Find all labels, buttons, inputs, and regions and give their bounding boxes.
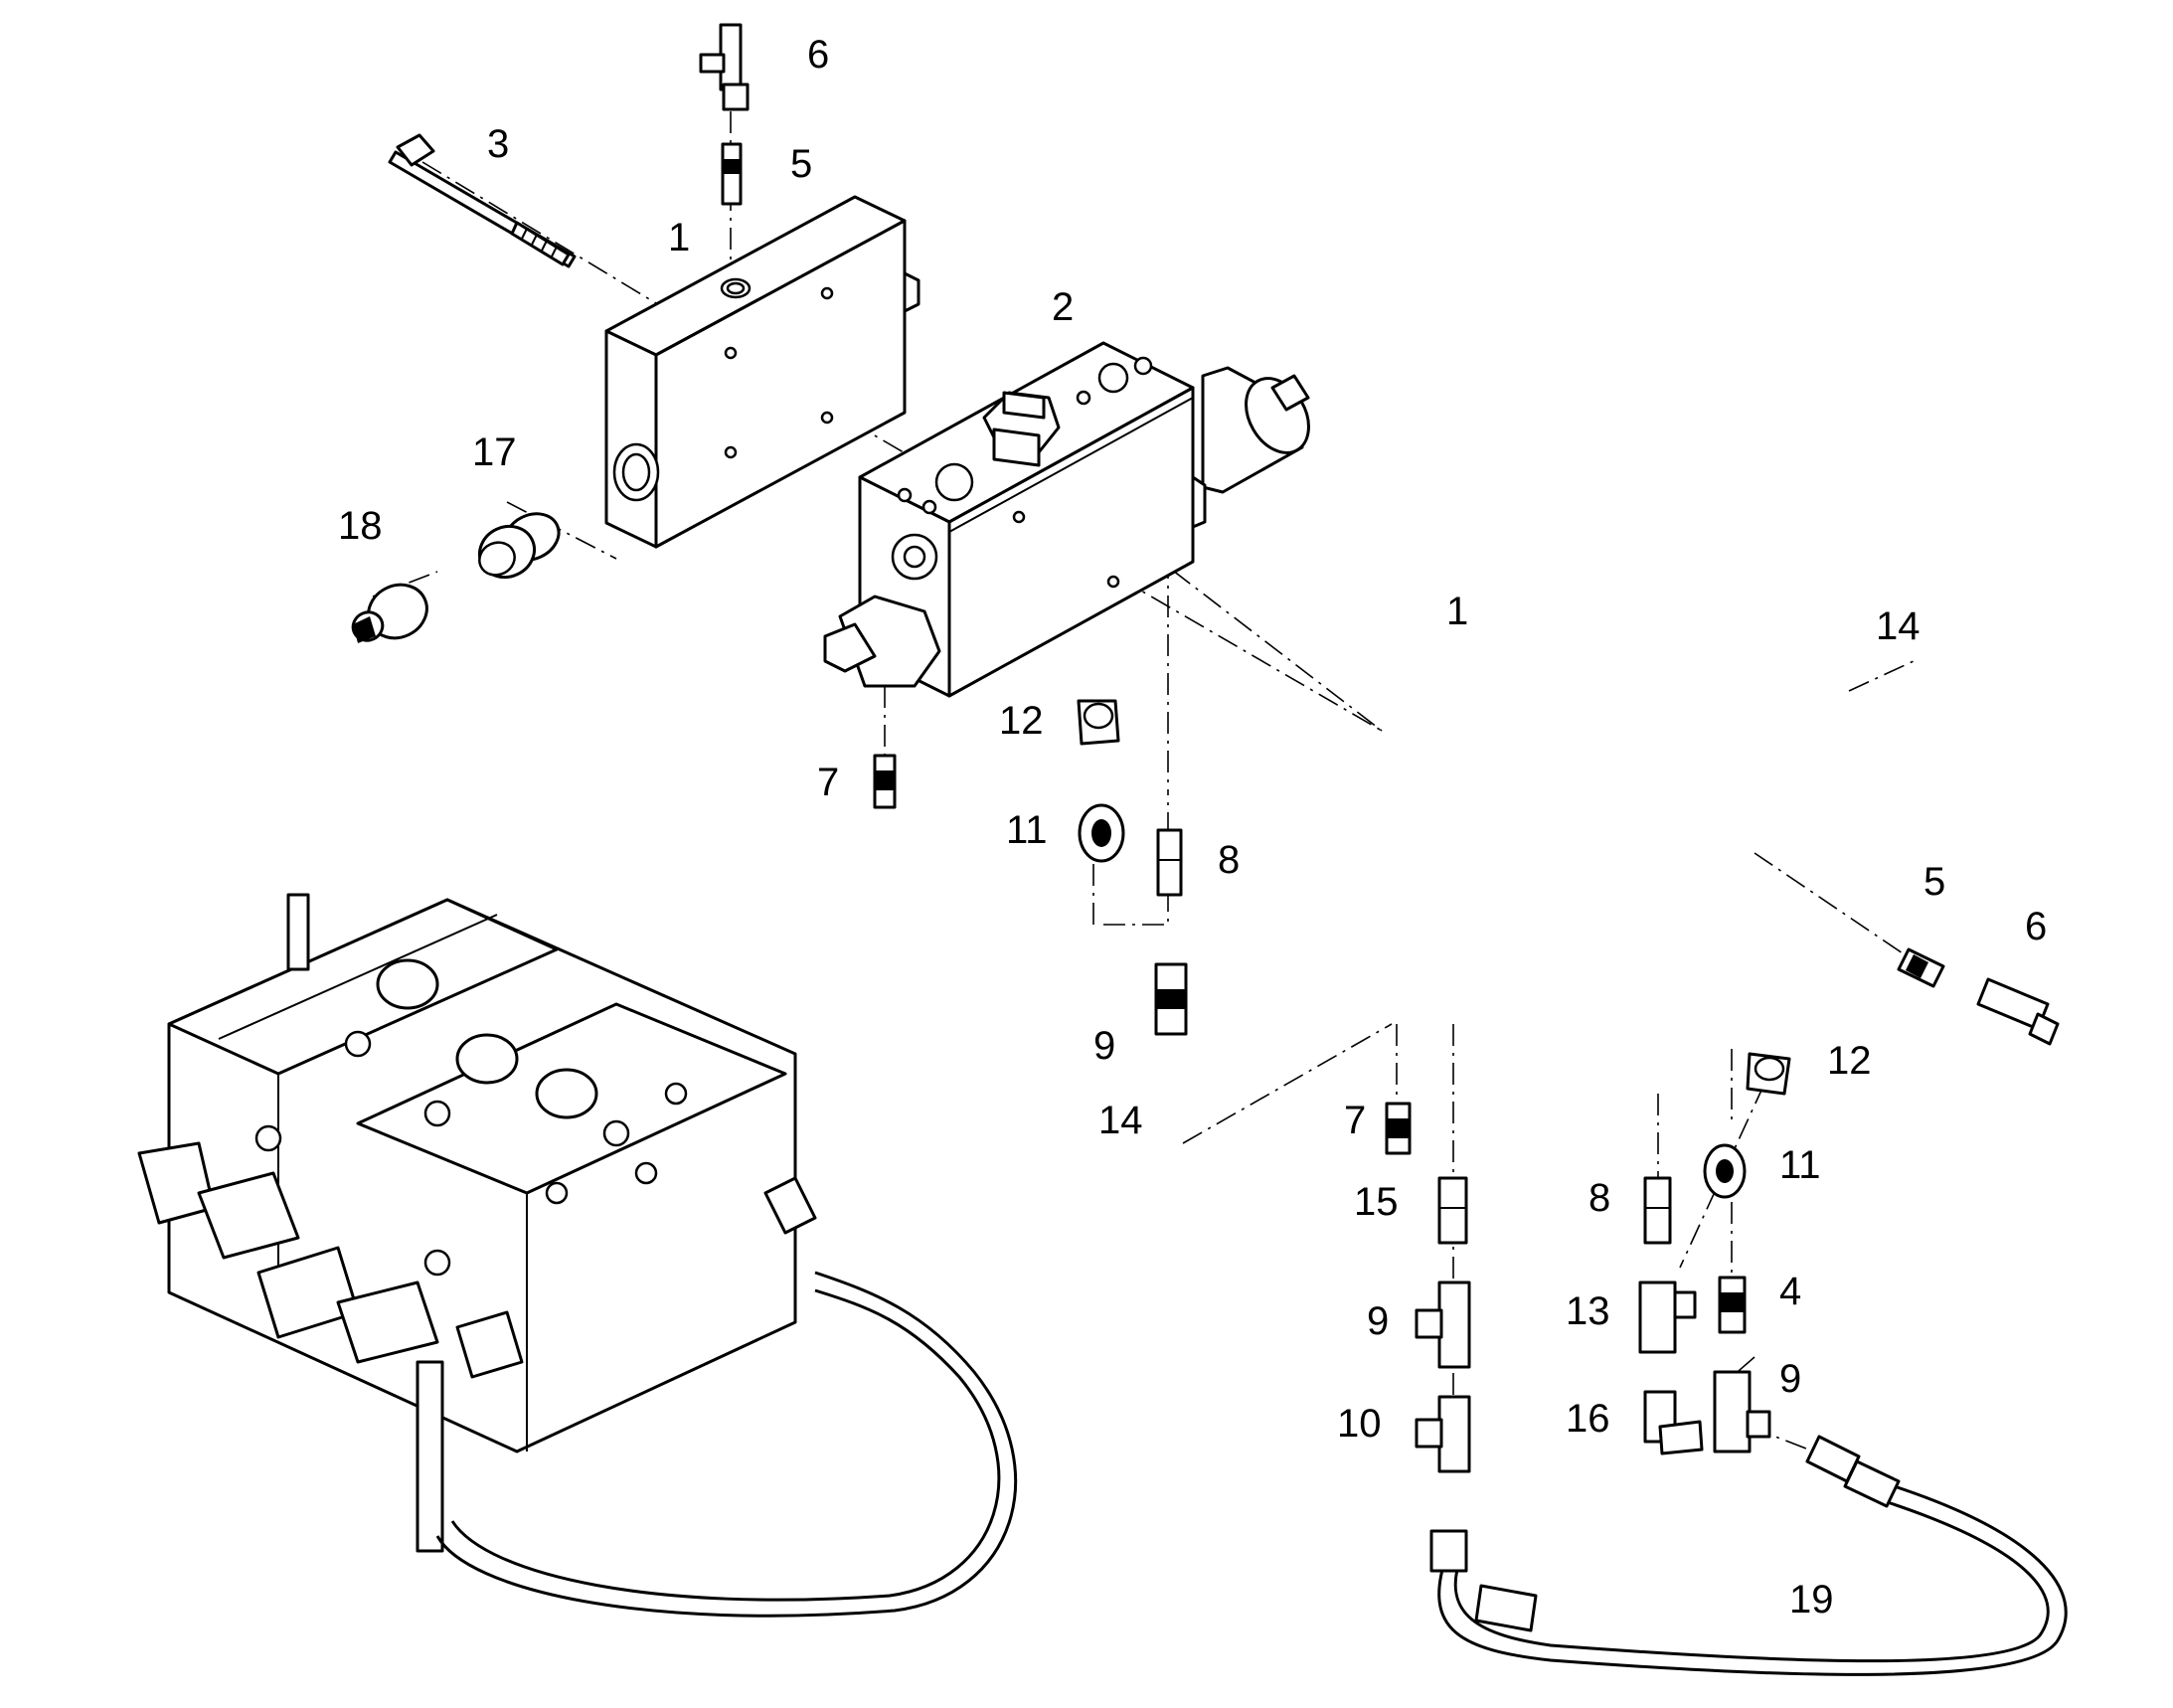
callout-6-right: 6 bbox=[2025, 905, 2047, 948]
callout-3: 3 bbox=[487, 122, 509, 166]
fitting-part-7-right bbox=[1385, 1102, 1412, 1155]
callout-19: 19 bbox=[1789, 1578, 1834, 1622]
fitting-part-11-top bbox=[1078, 803, 1125, 863]
callout-2: 2 bbox=[1052, 285, 1074, 329]
callout-4: 4 bbox=[1779, 1270, 1801, 1313]
callout-14-top: 14 bbox=[1876, 604, 1921, 648]
fitting-part-5-top bbox=[721, 142, 743, 206]
callout-17: 17 bbox=[472, 430, 517, 474]
fitting-part-9-top bbox=[1154, 962, 1188, 1036]
assembled-valve-bank bbox=[137, 893, 1018, 1618]
callout-9-top: 9 bbox=[1093, 1024, 1115, 1068]
callout-12-right: 12 bbox=[1827, 1039, 1872, 1083]
tee-part-13 bbox=[1638, 1281, 1697, 1354]
hose-part-19 bbox=[1429, 1435, 2068, 1676]
tee-part-9-right bbox=[1415, 1281, 1471, 1369]
callout-7-right: 7 bbox=[1344, 1099, 1366, 1142]
nut-part-12-top bbox=[1077, 699, 1120, 746]
callout-11-top: 11 bbox=[1006, 808, 1048, 852]
fitting-part-6-top bbox=[699, 23, 750, 111]
callout-1-right: 1 bbox=[1446, 590, 1468, 633]
fitting-part-4 bbox=[1718, 1276, 1747, 1334]
adapter-part-17 bbox=[478, 512, 561, 580]
tee-part-10 bbox=[1415, 1395, 1471, 1473]
callout-16: 16 bbox=[1566, 1397, 1610, 1441]
callout-7-top: 7 bbox=[817, 761, 839, 804]
callout-18: 18 bbox=[338, 504, 383, 548]
callout-8-top: 8 bbox=[1218, 838, 1240, 882]
plug-part-18 bbox=[351, 583, 428, 643]
callout-10: 10 bbox=[1337, 1402, 1382, 1446]
callout-12-top: 12 bbox=[999, 699, 1044, 743]
callout-6-top: 6 bbox=[807, 33, 829, 77]
callout-14-bottom: 14 bbox=[1098, 1099, 1143, 1142]
callout-9-left: 9 bbox=[1367, 1299, 1389, 1343]
nut-part-12-right bbox=[1746, 1052, 1791, 1096]
bolt-part-3 bbox=[388, 133, 577, 268]
fitting-part-8-right bbox=[1643, 1176, 1672, 1245]
tee-part-9-right-2 bbox=[1713, 1370, 1771, 1453]
fitting-part-11-right bbox=[1703, 1143, 1747, 1199]
fitting-part-6-right bbox=[1976, 977, 2060, 1046]
callout-5-top: 5 bbox=[790, 142, 812, 186]
callout-labels: 6 3 5 1 2 17 18 1 14 12 7 11 8 5 6 9 14 … bbox=[338, 33, 2047, 1622]
callout-1-top: 1 bbox=[668, 216, 690, 259]
callout-5-right: 5 bbox=[1923, 860, 1945, 904]
callout-8-right: 8 bbox=[1588, 1176, 1610, 1220]
callout-9-right: 9 bbox=[1779, 1357, 1801, 1401]
fitting-part-8-top bbox=[1156, 828, 1183, 897]
callout-15: 15 bbox=[1354, 1180, 1399, 1224]
elbow-part-16 bbox=[1643, 1390, 1704, 1455]
fitting-part-15 bbox=[1437, 1176, 1468, 1245]
valve-part-2 bbox=[823, 341, 1310, 698]
fitting-part-7-top bbox=[873, 754, 897, 809]
fitting-part-5-right bbox=[1897, 947, 1945, 988]
callout-11-right: 11 bbox=[1779, 1143, 1821, 1187]
callout-13: 13 bbox=[1566, 1289, 1610, 1333]
valve-block-part-1 bbox=[604, 195, 920, 549]
